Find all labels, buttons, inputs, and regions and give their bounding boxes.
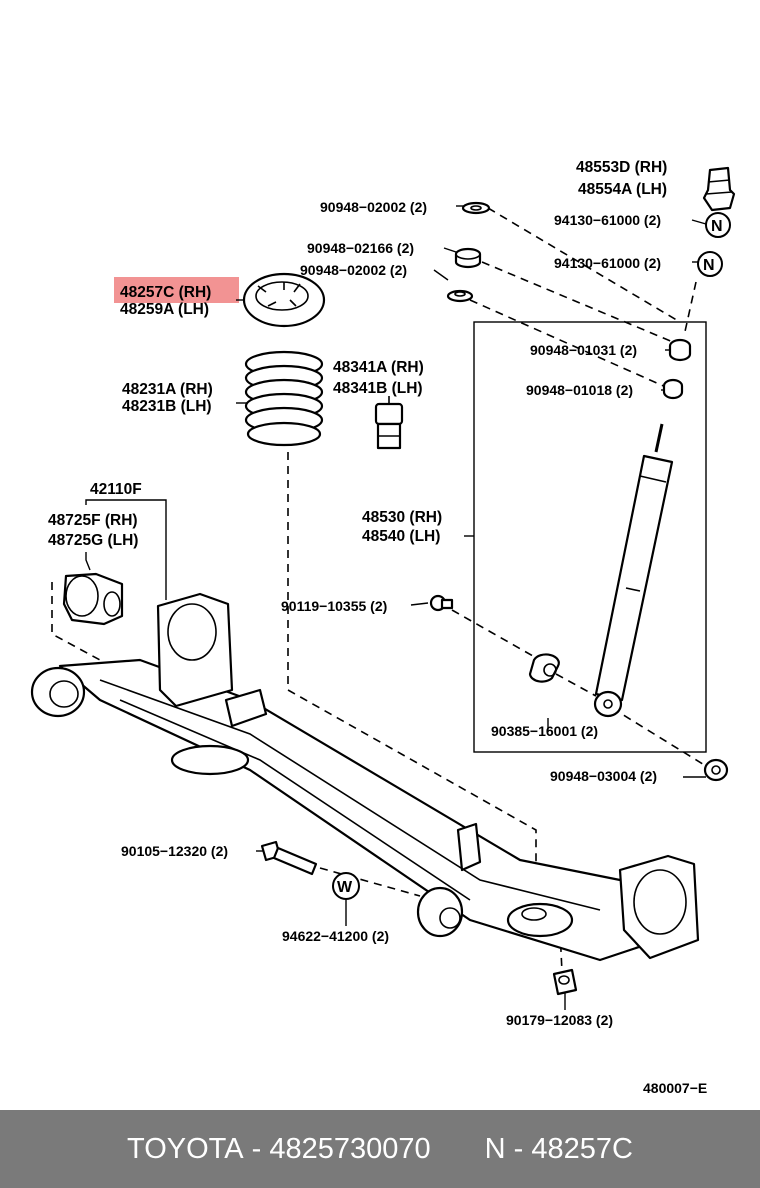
diagram-id: 480007−E [643, 1080, 707, 1096]
footer-part-number: 4825730070 [269, 1132, 431, 1165]
label-48257c[interactable]: 48257C (RH) [120, 284, 211, 301]
label-90119-10355[interactable]: 90119−10355 (2) [281, 598, 387, 614]
label-90948-02002-b[interactable]: 90948−02002 (2) [300, 262, 407, 278]
label-48530[interactable]: 48530 (RH) [362, 509, 442, 526]
bolt-icon-b[interactable] [260, 840, 318, 876]
footer-code: 48257C [531, 1132, 633, 1165]
svg-text:N: N [711, 218, 723, 235]
label-90179-12083[interactable]: 90179−12083 (2) [506, 1012, 613, 1028]
washer-w-symbol[interactable]: W [332, 872, 360, 900]
label-42110f[interactable]: 42110F [90, 481, 142, 498]
axle-beam-icon[interactable] [30, 592, 700, 962]
label-48725g[interactable]: 48725G (LH) [48, 532, 138, 549]
label-90948-03004[interactable]: 90948−03004 (2) [550, 768, 657, 784]
shock-absorber-icon[interactable] [593, 423, 674, 718]
label-90948-02002-a[interactable]: 90948−02002 (2) [320, 199, 427, 215]
label-48540[interactable]: 48540 (LH) [362, 528, 440, 545]
label-90105-12320[interactable]: 90105−12320 (2) [121, 843, 228, 859]
washer-icon-a[interactable] [461, 201, 491, 215]
washer-icon-b[interactable] [446, 289, 474, 303]
cushion-icon-c[interactable] [662, 378, 684, 400]
svg-text:N: N [703, 257, 715, 274]
highlight-box [114, 277, 239, 303]
nut-n-symbol-b[interactable]: N [697, 251, 723, 277]
spring-bumper-icon[interactable] [374, 396, 404, 450]
svg-text:W: W [337, 879, 353, 896]
label-48553d[interactable]: 48553D (RH) [576, 159, 667, 176]
label-48231b[interactable]: 48231B (LH) [122, 398, 212, 415]
label-48231a[interactable]: 48231A (RH) [122, 381, 213, 398]
coil-spring-icon[interactable] [244, 350, 324, 447]
label-48341a[interactable]: 48341A (RH) [333, 359, 424, 376]
label-90948-01018[interactable]: 90948−01018 (2) [526, 382, 633, 398]
label-94622-41200[interactable]: 94622−41200 (2) [282, 928, 389, 944]
cushion-icon-b[interactable] [668, 338, 692, 362]
label-90948-02166[interactable]: 90948−02166 (2) [307, 240, 414, 256]
leader-lines [85, 205, 707, 1010]
footer-bar: TOYOTA - 4825730070 N - 48257C [0, 1110, 760, 1188]
label-94130-61000-b[interactable]: 94130−61000 (2) [554, 255, 661, 271]
label-48725f[interactable]: 48725F (RH) [48, 512, 138, 529]
parts-diagram: 48553D (RH) 48554A (LH) 90948−02002 (2) … [30, 159, 736, 1096]
axle-bushing-icon[interactable] [62, 572, 124, 626]
label-94130-61000-a[interactable]: 94130−61000 (2) [554, 212, 661, 228]
footer-brand: TOYOTA [127, 1132, 244, 1165]
footer-separator-b: - [513, 1132, 524, 1165]
nut-icon-b[interactable] [552, 968, 578, 996]
label-48259a[interactable]: 48259A (LH) [120, 301, 209, 318]
nut-icon-a[interactable] [703, 758, 729, 782]
label-90385-16001[interactable]: 90385−16001 (2) [491, 723, 598, 739]
label-90948-01031[interactable]: 90948−01031 (2) [530, 342, 637, 358]
footer-prefix: N [484, 1132, 506, 1165]
label-48554a[interactable]: 48554A (LH) [578, 181, 667, 198]
footer-separator-a: - [251, 1132, 262, 1165]
bump-stopper-icon[interactable] [702, 166, 736, 212]
cushion-icon-a[interactable] [454, 247, 482, 269]
bushing-icon-small[interactable] [528, 653, 560, 683]
label-48341b[interactable]: 48341B (LH) [333, 380, 423, 397]
assembly-lines [51, 207, 707, 973]
bolt-icon-a[interactable] [429, 594, 454, 612]
spring-upper-insulator-icon[interactable] [242, 272, 326, 328]
nut-n-symbol-a[interactable]: N [705, 212, 731, 238]
